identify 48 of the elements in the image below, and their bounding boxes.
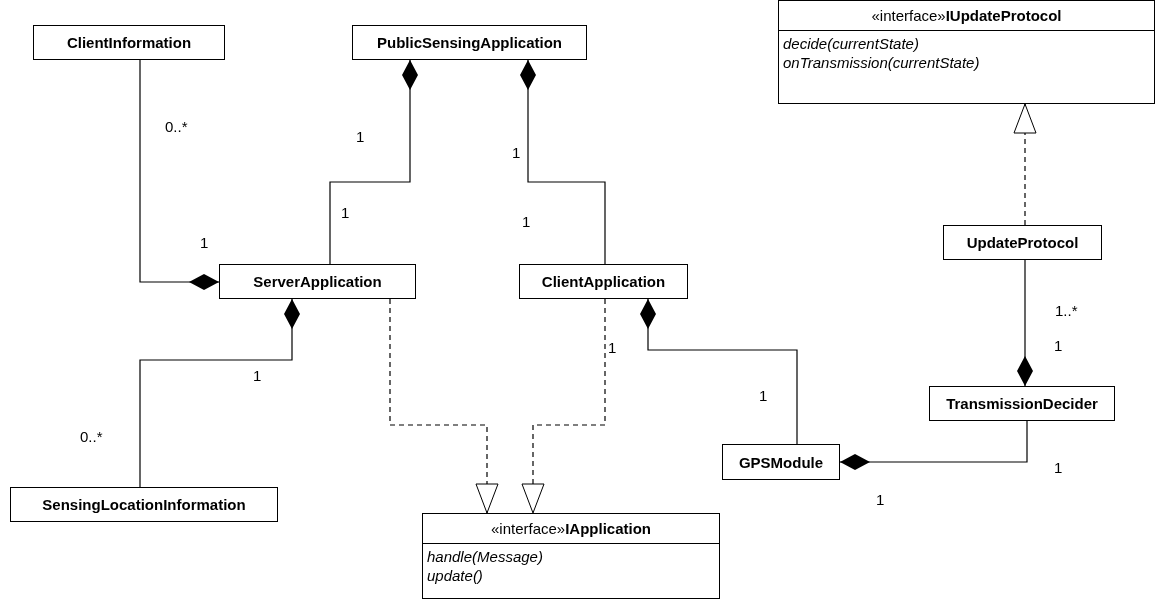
class-name: ClientInformation bbox=[66, 34, 192, 51]
class-name: SensingLocationInformation bbox=[42, 496, 246, 513]
composition-line bbox=[139, 59, 220, 290]
realization-arrow bbox=[1013, 103, 1037, 226]
class-name: TransmissionDecider bbox=[946, 395, 1098, 412]
composition-line bbox=[1017, 259, 1033, 387]
class-box bbox=[943, 225, 1102, 260]
multiplicity-label: 1..* bbox=[1055, 302, 1078, 319]
realization-arrow bbox=[389, 298, 499, 514]
composition-line bbox=[139, 298, 300, 488]
multiplicity-label: 1 bbox=[356, 128, 365, 145]
multiplicity-label: 0..* bbox=[165, 118, 188, 135]
multiplicity-label: 1 bbox=[1054, 459, 1063, 476]
method-signature: onTransmission(currentState) bbox=[783, 53, 981, 72]
class-name: ClientApplication bbox=[541, 273, 666, 290]
composition-line bbox=[839, 420, 1028, 470]
multiplicity-label: 1 bbox=[512, 144, 521, 161]
class-name: PublicSensingApplication bbox=[377, 34, 562, 51]
interface-box bbox=[422, 513, 720, 599]
class-name: ServerApplication bbox=[253, 273, 382, 290]
class-box bbox=[519, 264, 688, 299]
class-name: UpdateProtocol bbox=[966, 234, 1079, 251]
class-name: GPSModule bbox=[738, 453, 824, 471]
class-box bbox=[219, 264, 416, 299]
multiplicity-label: 1 bbox=[608, 339, 617, 356]
multiplicity-label: 1 bbox=[1054, 337, 1063, 354]
interface-box bbox=[778, 0, 1155, 104]
composition-line bbox=[520, 59, 606, 265]
interface-name: «interface»IUpdateProtocol bbox=[871, 7, 1062, 24]
method-signature: handle(Message) bbox=[427, 547, 544, 566]
class-box bbox=[722, 444, 840, 480]
realization-arrow bbox=[521, 298, 606, 514]
method-signature: decide(currentState) bbox=[783, 34, 920, 53]
multiplicity-label: 0..* bbox=[80, 428, 103, 445]
multiplicity-label: 1 bbox=[876, 491, 885, 508]
method-signature: update() bbox=[427, 566, 484, 585]
class-box bbox=[929, 386, 1115, 421]
multiplicity-label: 1 bbox=[200, 234, 209, 251]
class-box bbox=[352, 25, 587, 60]
multiplicity-label: 1 bbox=[341, 204, 350, 221]
interface-name: «interface»IApplication bbox=[490, 520, 652, 537]
class-box bbox=[33, 25, 225, 60]
multiplicity-label: 1 bbox=[253, 367, 262, 384]
multiplicity-label: 1 bbox=[759, 387, 768, 404]
class-box bbox=[10, 487, 278, 522]
multiplicity-label: 1 bbox=[522, 213, 531, 230]
composition-line bbox=[329, 59, 418, 265]
composition-line bbox=[640, 298, 798, 445]
